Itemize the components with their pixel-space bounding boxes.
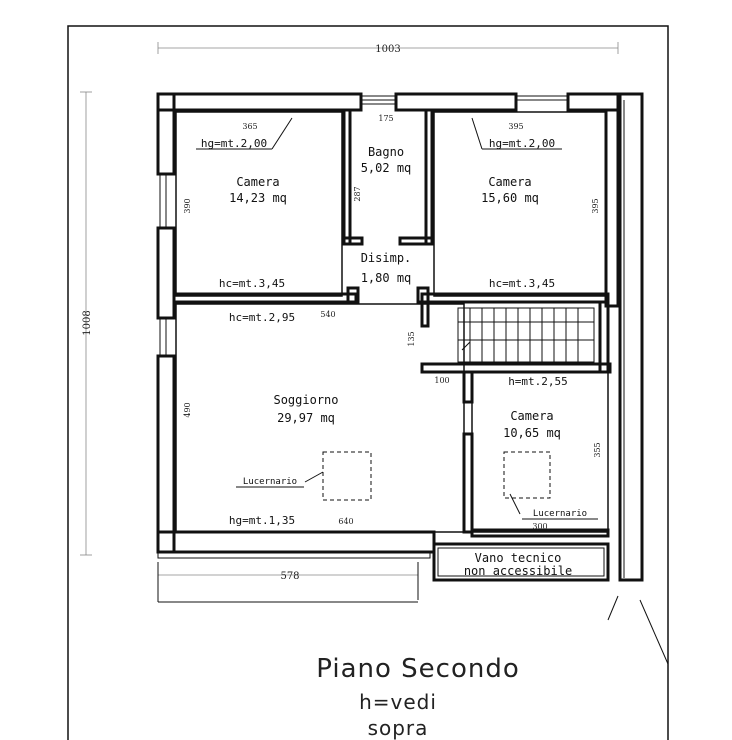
room-camera-left-name: Camera <box>236 175 279 189</box>
leader-line <box>509 493 521 515</box>
skylight-camera <box>503 451 551 499</box>
room-soggiorno-area: 29,97 mq <box>277 411 335 425</box>
dim-overall-width: 1003 <box>375 44 400 55</box>
dim-395-side: 395 <box>591 198 600 213</box>
room-disimpegno-name: Disimp. <box>361 251 412 265</box>
staircase <box>457 307 595 363</box>
page-frame <box>67 25 669 740</box>
dim-640: 640 <box>338 517 353 526</box>
outer-walls <box>156 92 644 582</box>
dim-100: 100 <box>434 376 449 385</box>
dim-135: 135 <box>407 331 416 346</box>
room-soggiorno-name: Soggiorno <box>273 393 338 407</box>
dim-175: 175 <box>378 114 393 123</box>
dim-490: 490 <box>183 402 192 417</box>
floor-height-line1: h=vedi <box>359 690 437 714</box>
skylight-soggiorno <box>322 451 372 501</box>
dim-300: 300 <box>532 522 547 531</box>
hg-leader <box>271 117 293 150</box>
room-camera-small-name: Camera <box>510 409 553 423</box>
vano-tecnico-line1: Vano tecnico <box>475 551 562 565</box>
hg-leader <box>471 117 483 150</box>
interior-walls <box>172 108 612 582</box>
room-disimpegno-area: 1,80 mq <box>361 271 412 285</box>
dim-355: 355 <box>593 442 602 457</box>
skylight-label-soggiorno: Lucernario <box>243 477 297 487</box>
hatch-line <box>639 599 669 665</box>
floor-title: Piano Secondo <box>316 654 520 684</box>
dim-bottom-width: 578 <box>280 571 299 582</box>
room-camera-left-hg: hg=mt.2,00 <box>201 137 267 150</box>
room-bagno-name: Bagno <box>368 145 404 159</box>
room-camera-small-hg: h=mt.2,55 <box>508 375 568 388</box>
room-camera-right-hg: hg=mt.2,00 <box>489 137 555 150</box>
vano-tecnico-line2: non accessibile <box>464 564 572 578</box>
dim-365: 365 <box>242 122 257 131</box>
skylight-label-camera: Lucernario <box>533 509 587 519</box>
room-camera-small-area: 10,65 mq <box>503 426 561 440</box>
room-camera-left-area: 14,23 mq <box>229 191 287 205</box>
room-soggiorno-hc: hc=mt.2,95 <box>229 311 295 324</box>
dim-395-top: 395 <box>508 122 523 131</box>
room-bagno-area: 5,02 mq <box>361 161 412 175</box>
dim-287: 287 <box>353 186 362 201</box>
room-soggiorno-hg: hg=mt.1,35 <box>229 514 295 527</box>
dim-540: 540 <box>320 310 335 319</box>
floor-height-line2: sopra <box>368 716 429 740</box>
room-camera-right-hc: hc=mt.3,45 <box>489 277 555 290</box>
room-camera-right-name: Camera <box>488 175 531 189</box>
room-camera-right-area: 15,60 mq <box>481 191 539 205</box>
leader-line <box>304 471 324 483</box>
dim-390: 390 <box>183 198 192 213</box>
dim-overall-height: 1008 <box>82 310 93 335</box>
room-camera-left-hc: hc=mt.3,45 <box>219 277 285 290</box>
hatch-line <box>607 595 619 621</box>
